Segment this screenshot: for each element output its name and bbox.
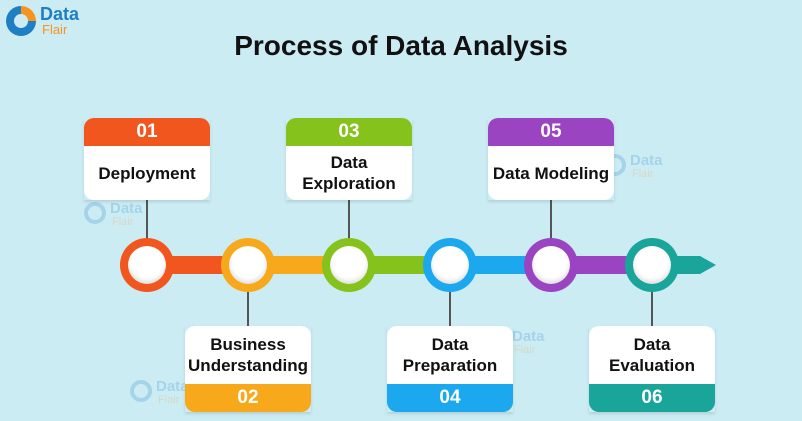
- step-label: Data Exploration: [286, 146, 412, 200]
- step-number: 04: [387, 384, 513, 412]
- connector-01: [146, 198, 148, 240]
- logo-text-data: Data: [40, 4, 80, 24]
- connector-03: [348, 198, 350, 240]
- node-06: [625, 238, 679, 292]
- step-label: Data Preparation: [387, 326, 513, 384]
- dataflair-logo: Data Flair: [6, 4, 96, 44]
- step-number: 06: [589, 384, 715, 412]
- step-card-05: 05 Data Modeling: [488, 118, 614, 200]
- step-number: 05: [488, 118, 614, 146]
- step-number: 01: [84, 118, 210, 146]
- connector-04: [449, 290, 451, 326]
- step-card-03: 03 Data Exploration: [286, 118, 412, 200]
- step-card-01: 01 Deployment: [84, 118, 210, 200]
- diagram-title: Process of Data Analysis: [234, 30, 568, 61]
- step-card-04: Data Preparation 04: [387, 326, 513, 412]
- step-card-02: Business Understanding 02: [185, 326, 311, 412]
- step-label: Data Evaluation: [589, 326, 715, 384]
- connector-06: [651, 290, 653, 326]
- step-card-06: Data Evaluation 06: [589, 326, 715, 412]
- step-label: Business Understanding: [185, 326, 311, 384]
- node-02: [221, 238, 275, 292]
- node-05: [524, 238, 578, 292]
- node-01: [120, 238, 174, 292]
- connector-02: [247, 290, 249, 326]
- step-label: Data Modeling: [488, 146, 614, 200]
- connector-05: [550, 198, 552, 240]
- dataflair-logo-icon: [6, 6, 36, 36]
- node-04: [423, 238, 477, 292]
- node-03: [322, 238, 376, 292]
- step-number: 02: [185, 384, 311, 412]
- logo-text-flair: Flair: [42, 22, 68, 37]
- step-label: Deployment: [84, 146, 210, 200]
- step-number: 03: [286, 118, 412, 146]
